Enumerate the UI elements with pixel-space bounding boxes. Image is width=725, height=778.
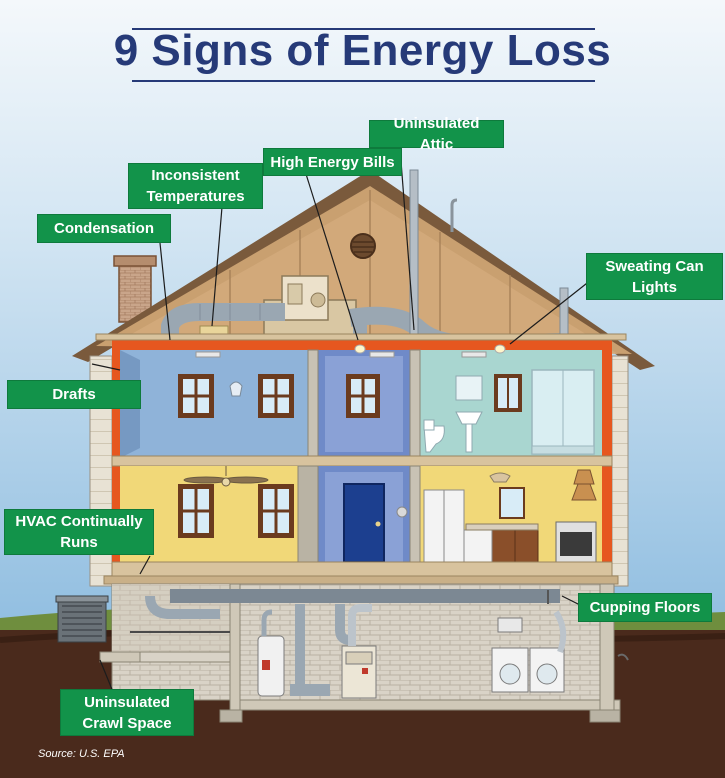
label-cupping-floors: Cupping Floors (578, 593, 712, 622)
attic-vent (350, 233, 376, 259)
label-uninsulated-attic: Uninsulated Attic (369, 115, 504, 153)
water-heater (257, 609, 285, 697)
ceiling-fan (183, 466, 269, 487)
source-credit: Source: U.S. EPA (38, 748, 125, 760)
furnace (341, 604, 377, 699)
ac-condenser (55, 595, 109, 643)
leader-lines (91, 147, 597, 705)
attic-air-handler (263, 275, 357, 341)
label-condensation: Condensation (37, 214, 171, 243)
exterior-wall-right (611, 355, 629, 587)
label-sweating-can-lights: Sweating Can Lights (586, 253, 723, 300)
window (258, 374, 294, 418)
stair-column (297, 465, 319, 567)
window (494, 374, 522, 412)
label-uninsulated-crawl-space: Uninsulated Crawl Space (60, 689, 194, 736)
first-floor-slab (111, 561, 613, 577)
window (346, 374, 380, 418)
label-high-energy-bills: High Energy Bills (263, 148, 402, 176)
label-inconsistent-temperatures: Inconsistent Temperatures (128, 163, 263, 209)
label-hvac-continually-runs: HVAC Continually Runs (4, 509, 154, 555)
page-title: 9 Signs of Energy Loss (113, 26, 612, 75)
title-rule-top (132, 28, 595, 30)
window (258, 484, 294, 538)
label-drafts: Drafts (7, 380, 141, 409)
washer-dryer (491, 610, 567, 693)
second-floor-slab (111, 455, 613, 467)
window (178, 484, 214, 538)
title-rule-bottom (132, 80, 595, 82)
window (178, 374, 214, 418)
